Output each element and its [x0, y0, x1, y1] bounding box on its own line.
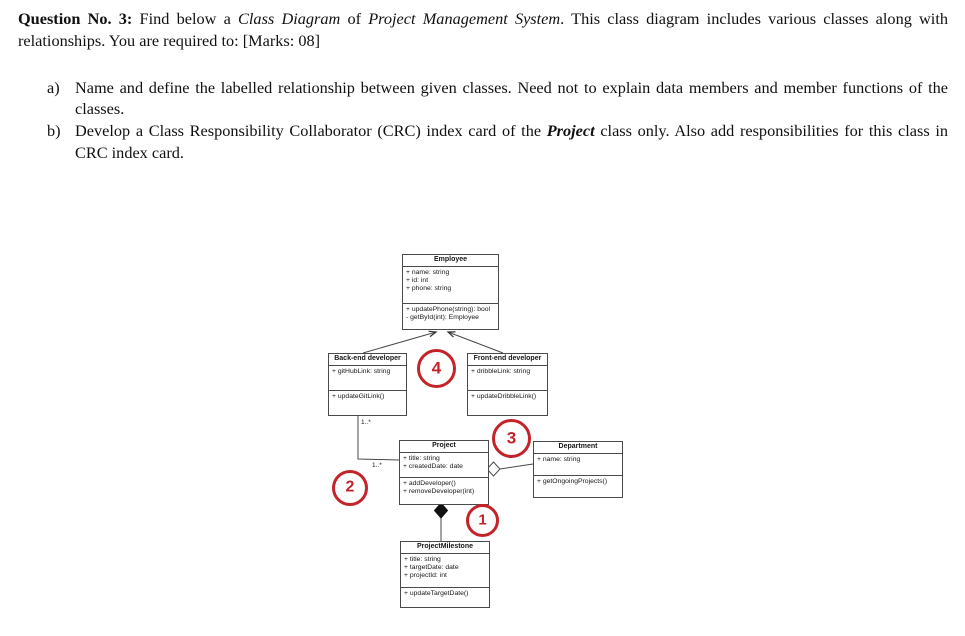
list-marker-a: a) — [47, 77, 60, 97]
class-backend-developer: Back-end developer + gitHubLink: string … — [328, 353, 407, 416]
list-item-a: a) Name and define the labelled relation… — [18, 77, 948, 121]
class-title: ProjectMilestone — [401, 542, 489, 554]
class-methods: + updateTargetDate() — [401, 588, 489, 607]
class-attributes: + dribbleLink: string — [468, 366, 547, 391]
uml-attribute: + name: string — [406, 268, 450, 276]
uml-method: + updateTargetDate() — [404, 589, 469, 597]
intro-text-3: . This class diagram includes various cl… — [18, 9, 948, 50]
class-methods: + updatePhone(string): bool - getById(in… — [403, 304, 498, 329]
uml-method: + getOngoingProjects() — [537, 477, 608, 485]
relationship-marker-4: 4 — [417, 349, 456, 388]
relationship-marker-2: 2 — [332, 470, 368, 506]
uml-method: - getById(int): Employee — [406, 313, 479, 321]
class-methods: + updateDribbleLink() — [468, 391, 547, 415]
uml-attribute: + name: string — [537, 455, 581, 463]
list-item-b-post: class only. Also add responsibilities fo… — [75, 121, 949, 162]
arrowhead-icon — [446, 331, 456, 338]
uml-method: + updatePhone(string): bool — [406, 305, 491, 313]
uml-attribute: + phone: string — [406, 285, 452, 293]
relationship-marker-3: 3 — [492, 419, 531, 458]
multiplicity-label-backend: 1..* — [361, 419, 371, 426]
uml-method: + removeDeveloper(int) — [403, 487, 475, 495]
class-title: Front-end developer — [468, 354, 547, 366]
aggregation-link-project-department — [486, 461, 534, 477]
uml-attribute: + createdDate: date — [403, 462, 463, 470]
intro-text-1: Find below a — [132, 9, 239, 28]
list-item-b-pre: Develop a Class Responsibility Collabora… — [75, 121, 547, 141]
uml-attribute: + title: string — [403, 454, 440, 462]
class-project: Project + title: string + createdDate: d… — [399, 440, 489, 505]
uml-attribute: + title: string — [404, 555, 441, 563]
question-task-list: a) Name and define the labelled relation… — [18, 77, 948, 164]
intro-italic-system-name: Project Management System — [368, 9, 561, 28]
relationship-marker-1: 1 — [466, 504, 499, 537]
list-item-b: b) Develop a Class Responsibility Collab… — [18, 120, 948, 164]
question-text-block: Question No. 3: Find below a Class Diagr… — [18, 8, 948, 164]
uml-attribute: + gitHubLink: string — [332, 367, 391, 375]
class-project-milestone: ProjectMilestone + title: string + targe… — [400, 541, 490, 608]
class-methods: + updateGitLink() — [329, 391, 406, 415]
class-attributes: + gitHubLink: string — [329, 366, 406, 391]
question-intro: Question No. 3: Find below a Class Diagr… — [18, 8, 948, 52]
list-item-b-emphasis: Project — [546, 121, 595, 141]
class-frontend-developer: Front-end developer + dribbleLink: strin… — [467, 353, 548, 416]
filled-diamond-icon — [433, 502, 449, 519]
class-title: Back-end developer — [329, 354, 406, 366]
uml-attribute: + id: int — [406, 276, 429, 284]
uml-attribute: + projectId: int — [404, 572, 447, 580]
list-item-a-text: Name and define the labelled relationshi… — [75, 77, 948, 119]
class-attributes: + title: string + targetDate: date + pro… — [401, 554, 489, 588]
uml-method: + updateGitLink() — [332, 392, 385, 400]
uml-method: + addDeveloper() — [403, 479, 456, 487]
arrowhead-icon — [428, 330, 438, 338]
class-methods: + addDeveloper() + removeDeveloper(int) — [400, 478, 488, 504]
list-item-b-text: Develop a Class Responsibility Collabora… — [75, 121, 948, 162]
inheritance-line-frontend — [446, 331, 504, 354]
uml-attribute: + dribbleLink: string — [471, 367, 531, 375]
question-number-label: Question No. 3: — [18, 9, 133, 28]
class-attributes: + name: string + id: int + phone: string — [403, 267, 498, 304]
intro-italic-class-diagram: Class Diagram — [238, 9, 341, 28]
uml-method: + updateDribbleLink() — [471, 392, 537, 400]
class-title: Employee — [403, 255, 498, 267]
class-methods: + getOngoingProjects() — [534, 476, 622, 497]
intro-text-2: of — [340, 9, 369, 28]
uml-attribute: + targetDate: date — [404, 563, 459, 571]
list-marker-b: b) — [47, 121, 61, 141]
class-employee: Employee + name: string + id: int + phon… — [402, 254, 499, 330]
class-attributes: + name: string — [534, 454, 622, 476]
class-department: Department + name: string + getOngoingPr… — [533, 441, 623, 498]
class-title: Department — [534, 442, 622, 454]
inheritance-line-backend — [362, 330, 438, 354]
composition-link-project-milestone — [433, 502, 449, 541]
class-attributes: + title: string + createdDate: date — [400, 453, 488, 478]
class-title: Project — [400, 441, 488, 453]
multiplicity-label-project: 1..* — [372, 462, 382, 469]
